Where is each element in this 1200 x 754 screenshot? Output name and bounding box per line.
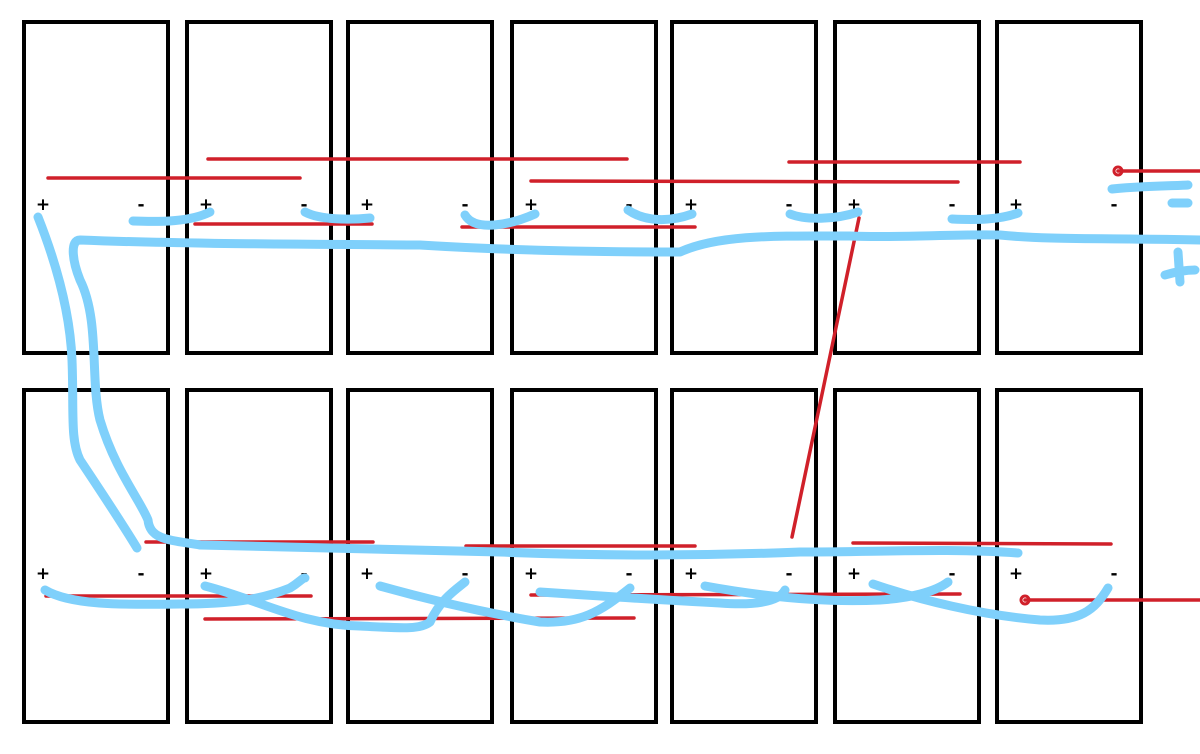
blue-wire [700,577,953,606]
battery-cell [670,20,818,355]
battery-cell [833,388,981,724]
battery-cell [22,388,170,724]
positive-terminal-label: + [524,564,538,584]
blue-wire [33,212,142,553]
blue-wire [785,207,863,223]
blue-wire [623,205,697,225]
battery-cell [346,20,494,355]
blue-wire [68,230,1200,560]
red-wire [790,216,861,539]
terminal-marker [1019,594,1031,606]
terminal-labels: +-+-+-+-+-+-+-+-+-+-+-+-+-+- [36,195,1118,584]
blue-wire [300,207,375,224]
blue-wire [200,577,470,633]
blue-wire [947,208,1023,224]
negative-terminal-label: - [625,564,632,584]
positive-terminal-label: + [1009,564,1023,584]
positive-terminal-label: + [199,564,213,584]
red-wire [851,541,1113,546]
negative-terminal-label: - [137,195,144,215]
battery-cell [346,388,494,724]
positive-terminal-label: + [36,564,50,584]
battery-cell [510,20,658,355]
positive-terminal-label: + [847,564,861,584]
positive-terminal-label: + [36,195,50,215]
negative-terminal-label: - [300,195,307,215]
blue-wire [460,209,540,230]
negative-terminal-label: - [948,195,955,215]
negative-terminal-label: - [461,564,468,584]
battery-cell [185,20,333,355]
negative-terminal-label: - [948,564,955,584]
blue-wire [1107,180,1193,194]
blue-wire [375,581,635,627]
negative-terminal-label: - [785,195,792,215]
battery-cell [22,20,170,355]
red-wire [529,179,960,184]
positive-terminal-label: + [684,564,698,584]
negative-terminal-label: - [1110,564,1117,584]
blue-wire [868,579,1113,625]
blue-wires [33,180,1200,633]
battery-cell [185,388,333,724]
negative-terminal-label: - [625,195,632,215]
negative-terminal-label: - [461,195,468,215]
negative-terminal-label: - [1110,195,1117,215]
terminal-marker [1112,165,1124,177]
negative-terminal-label: - [137,564,144,584]
battery-cell [833,20,981,355]
positive-terminal-label: + [360,564,374,584]
positive-terminal-label: + [684,195,698,215]
negative-terminal-label: - [785,564,792,584]
blue-wire [40,573,310,609]
positive-terminal-label: + [360,195,374,215]
handwritten-plus-sign [1160,247,1200,287]
blue-wire [128,207,215,226]
